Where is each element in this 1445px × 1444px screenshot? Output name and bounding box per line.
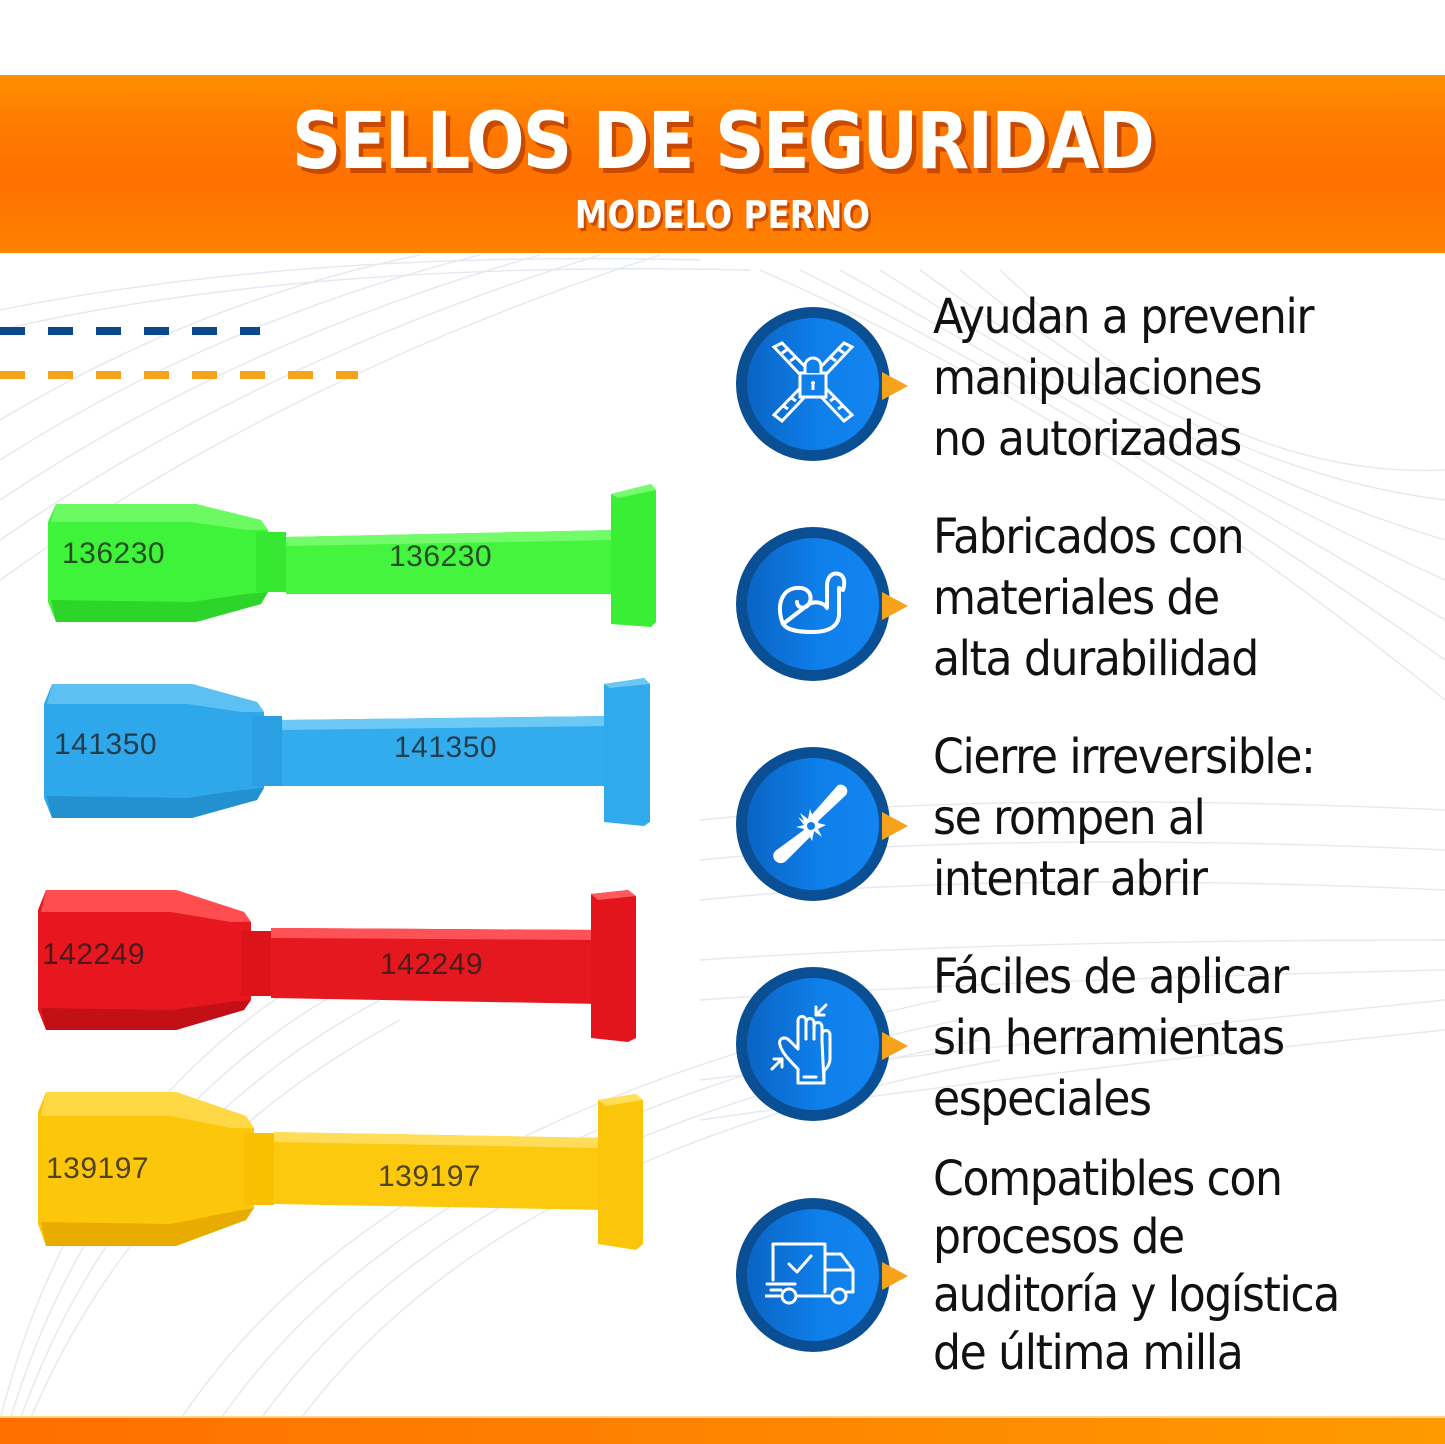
seal-product-blue: 141350 141350	[42, 676, 654, 826]
feature-description: Fabricados con materiales de alta durabi…	[933, 509, 1259, 687]
seal-serial-number-head: 142249	[42, 938, 146, 971]
seal-serial-number-pin: 136230	[389, 540, 493, 573]
feature-item-irreversible-closure: Cierre irreversible: se rompen al intent…	[708, 729, 1428, 925]
flexed-arm-icon	[777, 571, 847, 634]
feature-icon-badge	[736, 967, 890, 1121]
feature-icon-badge	[736, 1198, 890, 1352]
seal-serial-number-pin: 141350	[394, 731, 498, 764]
feature-description: Cierre irreversible: se rompen al intent…	[933, 729, 1316, 907]
seal-serial-number-pin: 139197	[378, 1160, 482, 1193]
bullet-arrow-icon	[882, 592, 908, 620]
feature-description: Fáciles de aplicar sin herramientas espe…	[933, 949, 1289, 1127]
decorative-dashed-line-orange	[0, 371, 358, 379]
hand-pinch-icon	[770, 1003, 832, 1085]
seal-serial-number-head: 139197	[46, 1152, 150, 1185]
seal-product-red: 142249 142249	[36, 886, 648, 1042]
feature-icon-badge	[736, 527, 890, 681]
bullet-arrow-icon	[882, 372, 908, 400]
decorative-dashed-line-blue	[0, 327, 260, 335]
page-subtitle: MODELO PERNO	[574, 193, 871, 237]
feature-item-durability: Fabricados con materiales de alta durabi…	[708, 509, 1428, 705]
feature-icon-badge	[736, 307, 890, 461]
delivery-truck-check-icon	[765, 1242, 855, 1305]
feature-description: Compatibles con procesos de auditoría y …	[933, 1151, 1340, 1381]
seal-product-green: 136230 136230	[46, 482, 658, 632]
tamper-lock-icon	[771, 341, 855, 424]
seal-serial-number-pin: 142249	[380, 948, 484, 981]
feature-item-logistics-compatibility: Compatibles con procesos de auditoría y …	[708, 1150, 1428, 1390]
seal-serial-number-head: 141350	[54, 728, 158, 761]
feature-icon-badge	[736, 747, 890, 901]
bullet-arrow-icon	[882, 1262, 908, 1290]
seal-product-yellow: 139197 139197	[36, 1088, 648, 1253]
page-title: SELLOS DE SEGURIDAD	[291, 97, 1155, 187]
feature-description: Ayudan a prevenir manipulaciones no auto…	[933, 289, 1315, 467]
broken-seal-icon	[773, 784, 848, 864]
header-banner: SELLOS DE SEGURIDAD MODELO PERNO	[0, 75, 1445, 253]
feature-item-tamper-prevention: Ayudan a prevenir manipulaciones no auto…	[708, 289, 1428, 485]
seal-serial-number-head: 136230	[62, 537, 166, 570]
bullet-arrow-icon	[882, 812, 908, 840]
feature-item-easy-application: Fáciles de aplicar sin herramientas espe…	[708, 949, 1428, 1145]
bullet-arrow-icon	[882, 1032, 908, 1060]
footer-bar	[0, 1416, 1445, 1444]
